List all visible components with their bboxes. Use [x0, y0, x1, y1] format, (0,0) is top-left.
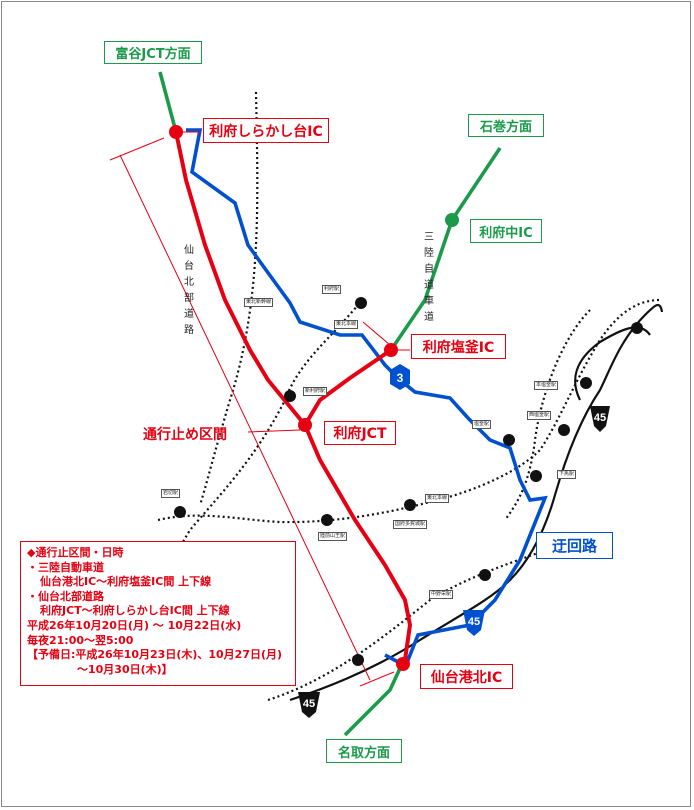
- station-dot-nishishiogama: [558, 424, 570, 436]
- notice-hours: 毎夜21:00～翌5:00: [27, 633, 134, 647]
- notice-heading: ◆通行止区間・日時: [27, 546, 124, 559]
- expressway-natori-section: [343, 663, 404, 737]
- label-rifu-jct: 利府JCT: [324, 421, 396, 445]
- ic-marker-shiogama: [384, 343, 398, 357]
- direction-tomiya: 富谷JCT方面: [104, 41, 202, 64]
- notice-period: 平成26年10月20日(月) ～ 10月22日(水): [27, 618, 242, 632]
- label-sendai-kohoku: 仙台港北IC: [420, 664, 513, 689]
- station-dot-northeast: [631, 322, 643, 334]
- station-dot-geba: [530, 470, 542, 482]
- route-shield-3-label: 3: [397, 371, 404, 385]
- ic-marker-rifu-naka: [445, 213, 459, 227]
- closed-section-hokubu-road: [174, 131, 413, 666]
- station-dot-south: [352, 654, 364, 666]
- notice-item-hokubu-detail: 利府JCT～利府しらかし台IC間 上下線: [40, 604, 230, 618]
- station-label: 東北新幹線: [244, 298, 274, 307]
- label-rifu-naka: 利府中IC: [470, 219, 542, 243]
- station-dot-rifu: [355, 297, 367, 309]
- station-label: 岩切駅: [161, 489, 181, 498]
- station-label: 中野栄駅: [429, 590, 454, 599]
- route-shield-3: 3: [390, 364, 410, 390]
- closure-bracket-leader: [247, 429, 301, 433]
- route-shield-45-east: 45: [590, 406, 610, 432]
- station-dot-rikuzen-sanno: [321, 514, 333, 526]
- notice-item-sanriku-detail: 仙台港北IC～利府塩釜IC間 上下線: [40, 575, 212, 589]
- station-dot-shiogama: [503, 434, 515, 446]
- expressway-sanriku: [389, 147, 502, 352]
- label-closure-section: 通行止め区間: [143, 427, 227, 443]
- expressway-tomiya-section: [158, 71, 178, 133]
- closure-bracket-right: [362, 321, 391, 346]
- notice-item-sanriku: ・三陸自動車道: [27, 560, 104, 574]
- station-dot-honshiogama: [580, 377, 592, 389]
- label-rifu-shiogama: 利府塩釜IC: [411, 334, 506, 359]
- label-detour: 迂回路: [536, 532, 613, 559]
- station-dot-kokufu-tagajo: [404, 499, 416, 511]
- station-label: 陸前山王駅: [318, 532, 348, 541]
- station-label: 利府駅: [322, 285, 342, 294]
- station-label: 西塩釜駅: [527, 411, 552, 420]
- closure-bracket-main: [119, 154, 371, 681]
- closed-section-jct-link: [303, 348, 393, 427]
- direction-natori: 名取方面: [326, 739, 402, 763]
- closure-bracket-bottom: [359, 671, 395, 687]
- railway-senseki-line: [157, 298, 661, 524]
- railway-local-line-2: [267, 543, 561, 702]
- station-label: 国府多賀城駅: [393, 520, 428, 529]
- notice-item-hokubu: ・仙台北部道路: [27, 589, 104, 603]
- notice-reserve-cont: ～10月30日(木)】: [77, 662, 173, 676]
- notice-reserve: 【予備日:平成26年10月23日(木)、10月27日(月): [27, 648, 283, 662]
- closure-notice: ◆通行止区間・日時 ・三陸自動車道 仙台港北IC～利府塩釜IC間 上下線 ・仙台…: [20, 541, 296, 686]
- station-label: 下馬駅: [557, 470, 577, 479]
- station-label: 新利府駅: [303, 387, 328, 396]
- station-label: 塩釜駅: [472, 420, 492, 429]
- station-label: 本塩釜駅: [534, 381, 559, 390]
- ic-marker-rifu-jct: [298, 418, 312, 432]
- label-sanriku-expressway: 三陸自道車道: [424, 232, 434, 323]
- route-shield-45-center: 45: [463, 610, 485, 636]
- station-dot-nakanosakae: [479, 569, 491, 581]
- closure-bracket-top: [109, 137, 165, 161]
- station-dot-iwakiri: [174, 506, 186, 518]
- ic-marker-sendai-kohoku: [396, 657, 410, 671]
- svg-text:45: 45: [594, 412, 606, 424]
- station-label: 東北本線: [334, 320, 359, 329]
- svg-text:45: 45: [468, 616, 480, 628]
- direction-ishinomaki: 石巻方面: [468, 114, 544, 137]
- station-dot-shinrifu: [284, 390, 296, 402]
- label-rifu-shirakashidai: 利府しらかし台IC: [203, 118, 329, 143]
- station-label: 東北本線: [425, 494, 450, 503]
- route-shield-45-south: 45: [298, 692, 320, 718]
- svg-text:45: 45: [303, 698, 315, 710]
- ic-marker-shirakashidai: [169, 125, 183, 139]
- label-sendai-hokubu-road: 仙台北部道路: [184, 245, 194, 336]
